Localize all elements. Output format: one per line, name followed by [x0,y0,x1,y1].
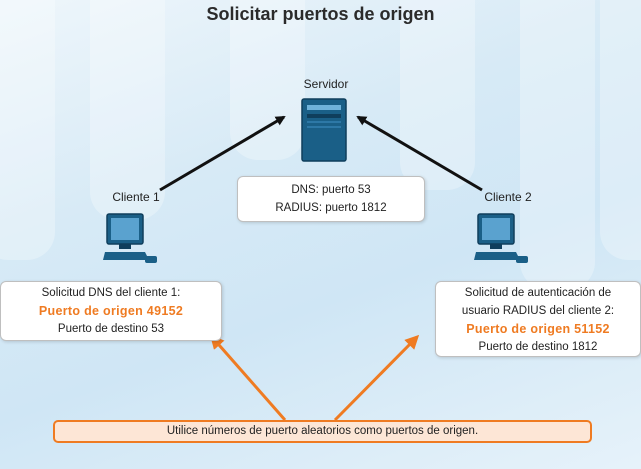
note-box: Utilice números de puerto aleatorios com… [53,420,592,443]
computer-icon [103,213,157,263]
background-decoration [90,0,165,220]
background-decoration [230,0,305,160]
background-decoration [400,0,475,190]
client1-request-text: Solicitud DNS del cliente 1: [41,287,181,299]
client1-dest-port: Puerto de destino 53 [57,323,165,335]
arrow-note-to-client1 [210,334,287,421]
arrow-client2-to-server [356,115,483,192]
client2-label: Cliente 2 [484,190,532,204]
client2-request-box: Solicitud de autenticación de usuario RA… [435,281,641,357]
background-decoration [0,0,55,260]
server-label: Servidor [303,77,349,91]
background-decoration [520,0,595,290]
arrow-note-to-client2 [333,334,420,422]
server-ports-box: DNS: puerto 53 RADIUS: puerto 1812 [237,176,425,222]
server-dns-port: DNS: puerto 53 [291,184,371,196]
background-decoration [600,0,641,260]
client2-request-line2: usuario RADIUS del cliente 2: [461,305,615,317]
server-radius-port: RADIUS: puerto 1812 [275,202,387,214]
server-icon [301,98,347,162]
client2-source-port: Puerto de origen 51152 [466,322,610,336]
computer-icon [474,213,528,263]
diagram-title: Solicitar puertos de origen [206,4,435,24]
client1-request-box: Solicitud DNS del cliente 1: Puerto de o… [0,281,222,341]
client1-label: Cliente 1 [112,190,160,204]
client2-dest-port: Puerto de destino 1812 [478,341,598,353]
client2-request-line1: Solicitud de autenticación de [464,287,612,299]
client1-source-port: Puerto de origen 49152 [38,304,184,318]
arrow-client1-to-server [159,115,286,192]
